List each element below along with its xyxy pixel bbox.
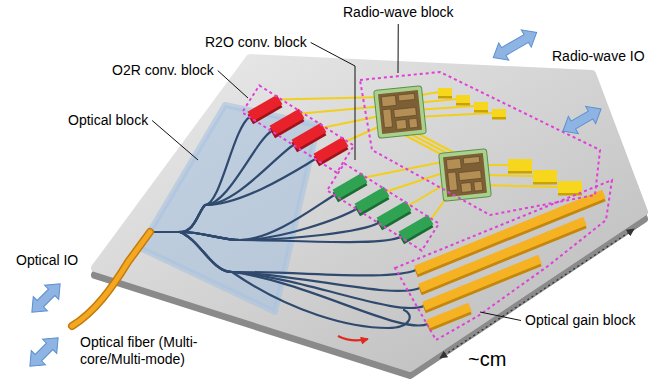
chip-frame — [439, 149, 492, 202]
chip-detail — [394, 107, 417, 117]
waveguides — [150, 117, 428, 329]
optical-fiber — [72, 232, 150, 326]
fiber-label-box: Optical fiber (Multi-core/Multi-mode) — [80, 334, 210, 368]
r2o-converter — [355, 187, 390, 214]
pad — [508, 159, 532, 171]
chip-detail — [381, 95, 396, 106]
leader-line — [311, 43, 355, 161]
block-label: Optical gain block — [525, 312, 636, 329]
wire — [480, 185, 558, 187]
waveguide — [180, 223, 379, 241]
pad — [558, 181, 582, 193]
io-label-box: Radio-wave IO — [552, 48, 645, 65]
waveguide — [180, 232, 416, 275]
block-outline — [242, 85, 354, 172]
waveguide — [180, 232, 401, 242]
r2o-converter — [377, 201, 412, 228]
io-arrow — [25, 277, 67, 319]
io-arrow — [558, 100, 606, 139]
block-outline — [327, 163, 439, 250]
r2o-converter — [399, 215, 434, 242]
waveguide — [180, 232, 424, 308]
gain-bar — [424, 259, 540, 306]
chip — [439, 149, 492, 202]
waveguide — [180, 195, 335, 241]
o2r-converter — [248, 95, 283, 122]
waveguide — [180, 159, 316, 233]
chip-detail — [398, 93, 415, 101]
chip-detail — [463, 156, 480, 164]
o2r-converter — [270, 109, 305, 136]
io-arrow — [23, 331, 65, 373]
io-label-box: Optical IO — [16, 252, 78, 269]
waveguide — [180, 232, 428, 326]
block-label-box: O2R conv. block — [112, 62, 214, 79]
block-label-box: R2O conv. block — [205, 34, 307, 51]
flow-arrow — [338, 336, 368, 340]
chip-die — [443, 153, 487, 197]
pad — [533, 170, 557, 182]
io-arrow — [488, 24, 541, 66]
waveguide — [180, 131, 272, 233]
chip-detail — [474, 181, 483, 191]
platform — [95, 58, 644, 368]
wire — [324, 115, 385, 128]
dimension-line — [440, 229, 634, 358]
chip-detail — [461, 182, 472, 192]
chip-detail — [446, 158, 461, 169]
chip-detail — [459, 170, 482, 180]
chip-detail — [409, 118, 418, 128]
o2r-converter — [314, 137, 349, 164]
wire — [280, 97, 385, 100]
io-label: Optical IO — [16, 252, 78, 269]
fiber-label: Optical fiber (Multi-core/Multi-mode) — [80, 334, 210, 368]
chip-detail — [396, 119, 407, 129]
chip-detail — [448, 172, 458, 191]
block-label-box: Optical gain block — [525, 312, 636, 329]
gain-bar — [428, 307, 470, 324]
pad — [474, 102, 488, 110]
block-label-box: Optical block — [68, 112, 148, 129]
waveguide — [232, 272, 410, 328]
chip — [374, 86, 427, 139]
dimension-label: ~cm — [468, 347, 506, 371]
block-label-box: Radio-wave block — [343, 4, 454, 21]
leader-line — [480, 312, 521, 321]
chip-detail — [383, 109, 393, 128]
o2r-converter — [292, 123, 327, 150]
pad — [492, 109, 506, 117]
fiber-outline — [72, 232, 150, 326]
block-outline — [360, 72, 600, 215]
wire — [302, 106, 385, 114]
gain-bars — [416, 194, 604, 327]
r2o-converter — [333, 173, 368, 200]
block-label: Radio-wave block — [343, 4, 454, 21]
block-label: Optical block — [68, 112, 148, 129]
chip-die — [378, 90, 422, 134]
dimension-label-box: ~cm — [468, 347, 506, 371]
leader-line — [398, 24, 399, 73]
pad — [456, 95, 470, 103]
pads — [438, 88, 582, 196]
chip-frame — [374, 86, 427, 139]
waveguide — [180, 232, 420, 291]
block-label: R2O conv. block — [205, 34, 307, 51]
pad — [438, 88, 452, 96]
leader-line — [152, 121, 198, 161]
waveguide — [150, 231, 180, 233]
block-label: O2R conv. block — [112, 62, 214, 79]
wire — [415, 113, 493, 117]
leader-line — [218, 71, 248, 99]
io-label: Radio-wave IO — [552, 48, 645, 65]
